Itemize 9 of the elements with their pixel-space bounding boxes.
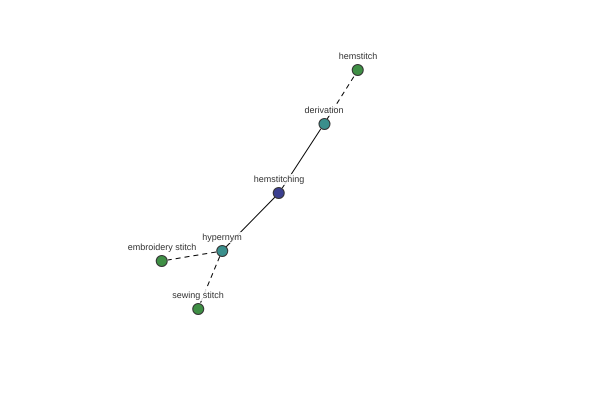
dashed-connector <box>200 256 220 304</box>
node-label: hypernym <box>202 232 242 243</box>
dashed-connector <box>326 74 356 120</box>
dashed-connector <box>167 251 217 261</box>
node-label: hemstitch <box>338 51 378 62</box>
node-label: embroidery stitch <box>128 242 196 253</box>
node-label: derivation <box>304 105 344 116</box>
node-label: sewing stitch <box>172 290 224 301</box>
node-label: hemstitching <box>254 174 304 185</box>
